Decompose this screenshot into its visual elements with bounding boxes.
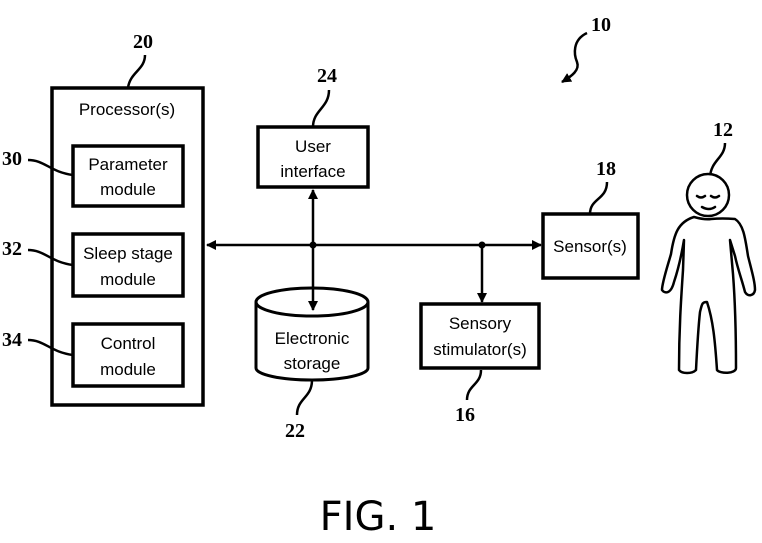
control-module-ref-label: 34 [2, 329, 22, 351]
electronic-storage-ref-label: 22 [285, 420, 305, 442]
figure-caption: FIG. 1 [320, 494, 437, 540]
sensory-stimulator-ref-label: 16 [455, 404, 475, 426]
person-icon [662, 174, 755, 373]
control-module-label-line1: Control [101, 334, 156, 353]
user-interface-label-line2: interface [280, 162, 345, 181]
control-module-label-line2: module [100, 360, 156, 379]
parameter-module-label-line2: module [100, 180, 156, 199]
user-interface-label-line1: User [295, 137, 331, 156]
sleep-stage-module-ref-label: 32 [2, 238, 22, 260]
sleep-stage-module-label-line2: module [100, 270, 156, 289]
electronic-storage-label-line2: storage [284, 354, 341, 373]
sensor-leader-line [590, 182, 607, 214]
electronic-storage-label-line1: Electronic [275, 329, 350, 348]
processor-ref-label: 20 [133, 31, 153, 53]
subject-leader-line [710, 143, 725, 177]
sensory-stimulator-label-line2: stimulator(s) [433, 340, 527, 359]
sleep-stage-module-label-line1: Sleep stage [83, 244, 173, 263]
system-ref-label: 10 [591, 14, 611, 36]
user-interface-leader-line [313, 90, 329, 127]
sensor-label: Sensor(s) [553, 237, 627, 256]
sensory-stimulator-leader-line [467, 370, 481, 400]
electronic-storage-leader-line [297, 380, 312, 415]
parameter-module-ref-label: 30 [2, 148, 22, 170]
processor-title: Processor(s) [79, 100, 175, 119]
parameter-module-label-line1: Parameter [88, 155, 168, 174]
user-interface-ref-label: 24 [317, 65, 337, 87]
system-ref-arrow [562, 33, 587, 82]
sensory-stimulator-label-line1: Sensory [449, 314, 512, 333]
sensor-ref-label: 18 [596, 158, 616, 180]
processor-leader-line [128, 55, 145, 88]
subject-ref-label: 12 [713, 119, 733, 141]
